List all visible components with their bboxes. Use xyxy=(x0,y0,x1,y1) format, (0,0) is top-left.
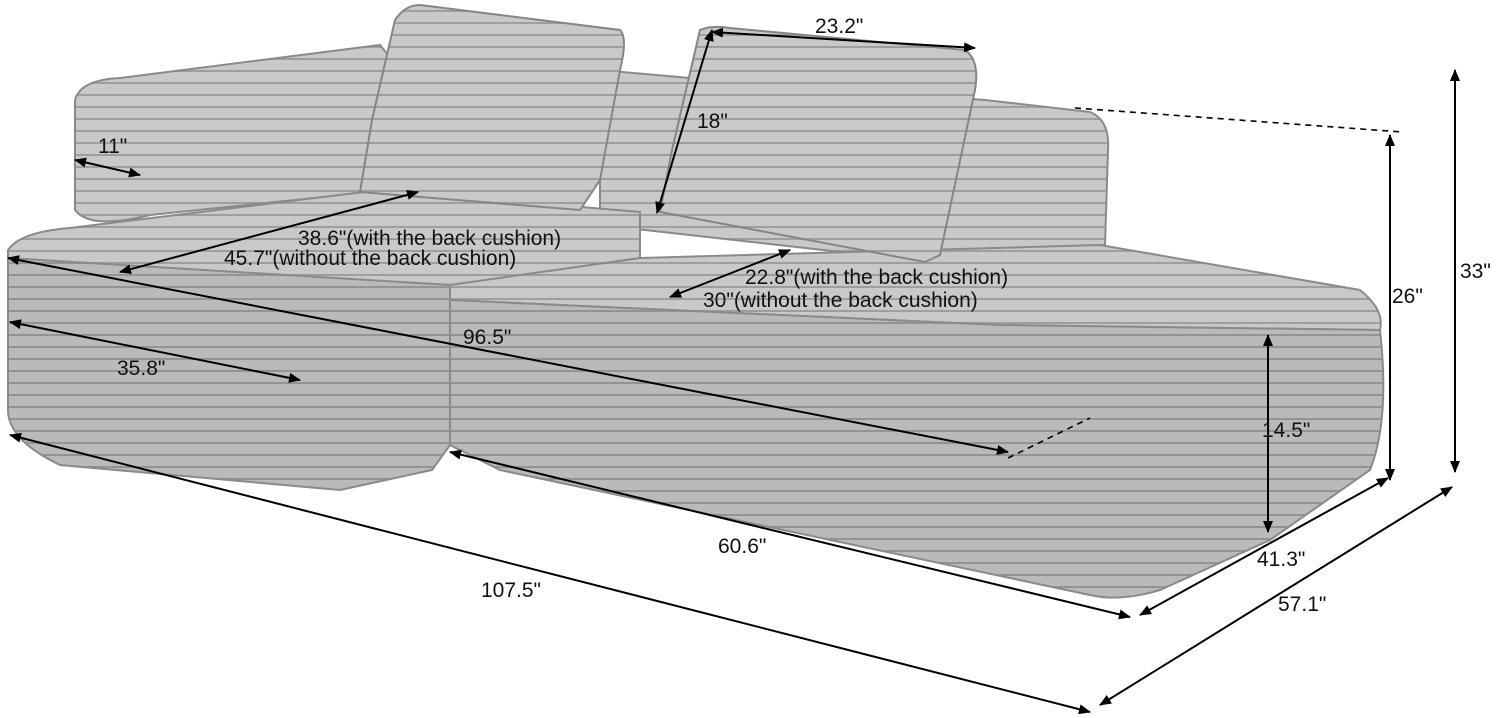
back-cushion-right xyxy=(658,25,978,264)
dimension-labels: 23.2" 18" 11" 38.6"(with the back cushio… xyxy=(98,15,1491,616)
left-depth-with-label: 38.6"(with the back cushion) xyxy=(298,227,561,250)
arm-width-arrow xyxy=(74,157,141,178)
main-seat-front xyxy=(449,298,1385,599)
pillow-width-label: 23.2" xyxy=(815,15,863,38)
pillow-height-label: 18" xyxy=(697,110,728,133)
seat-height-label: 14.5" xyxy=(1262,419,1310,442)
chaise-front xyxy=(7,256,451,492)
seat-depth-without-label: 30"(without the back cushion) xyxy=(703,289,978,312)
back-height-guide xyxy=(1074,107,1403,133)
total-depth-arrow xyxy=(1099,486,1453,706)
pillow-width-arrow xyxy=(711,27,976,53)
inner-length-arrow xyxy=(7,255,1009,455)
sofa-illustration xyxy=(7,3,1385,599)
pillow-height-arrow xyxy=(655,29,714,214)
total-depth-label: 57.1" xyxy=(1278,593,1326,616)
back-height-label: 26" xyxy=(1392,285,1423,308)
chaise-width-arrow xyxy=(9,319,301,383)
total-length-arrow xyxy=(9,432,1091,715)
dimension-lines xyxy=(7,27,1460,715)
total-length-label: 107.5" xyxy=(481,579,541,602)
arm-width-label: 11" xyxy=(98,135,127,158)
chaise-depth-label: 41.3" xyxy=(1257,548,1305,571)
back-cushion-left xyxy=(358,3,625,212)
inner-length-label: 96.5" xyxy=(463,326,511,349)
total-height-label: 33" xyxy=(1460,260,1491,283)
chaise-width-label: 35.8" xyxy=(117,357,165,380)
seat-depth-with-label: 22.8"(with the back cushion) xyxy=(745,266,1008,289)
left-depth-without-label: 45.7"(without the back cushion) xyxy=(224,247,516,270)
front-length-label: 60.6" xyxy=(718,535,766,558)
